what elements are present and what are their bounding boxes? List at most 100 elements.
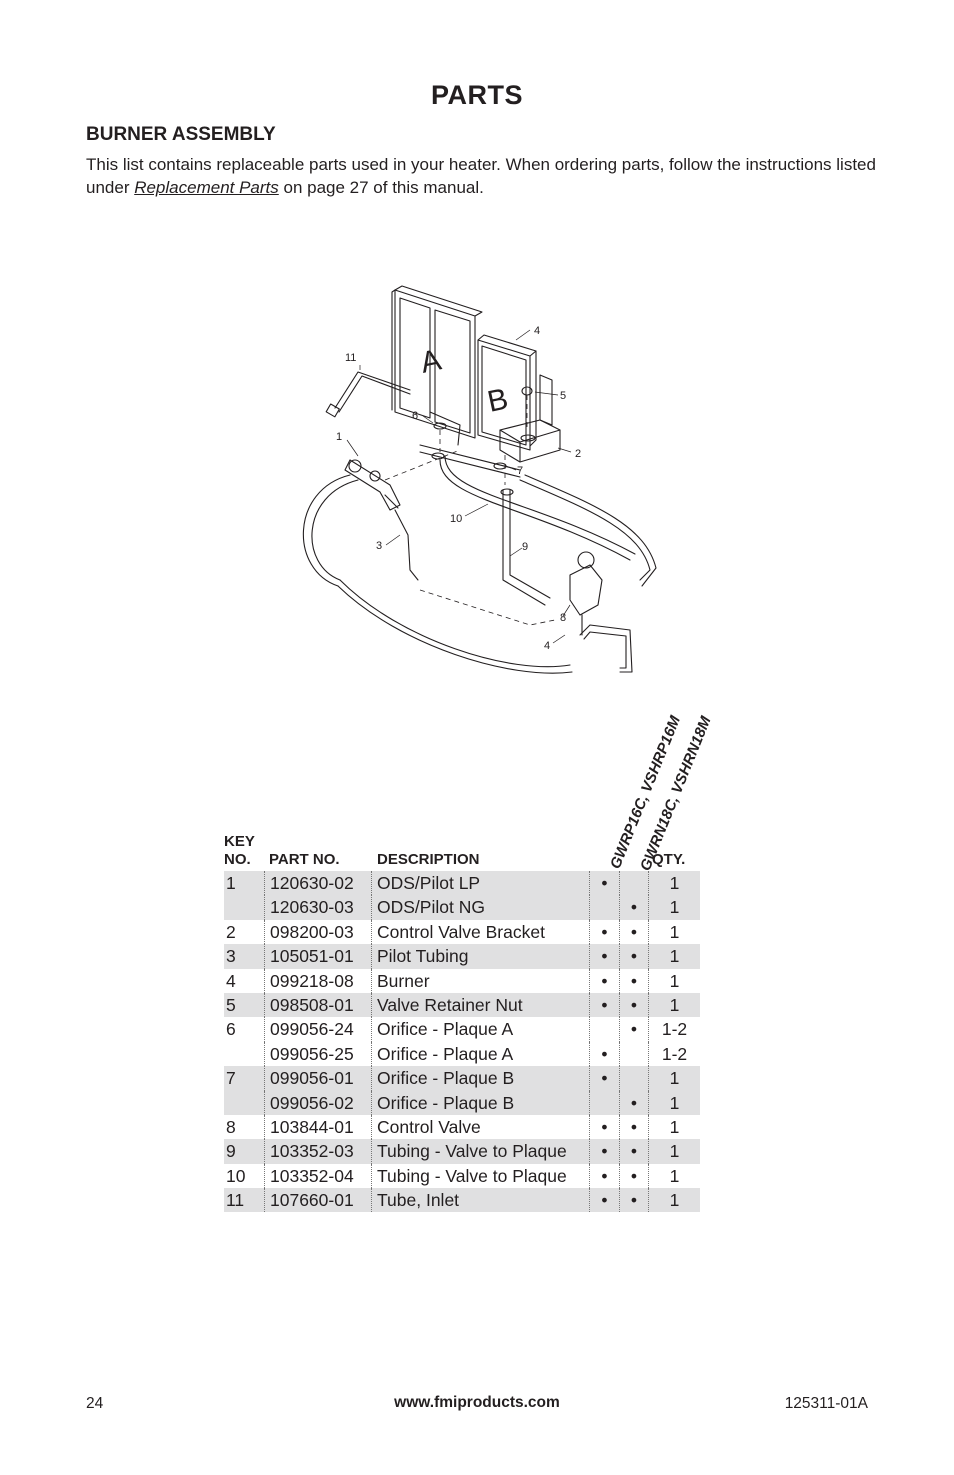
description-cell: Burner xyxy=(371,968,589,993)
callout-4-top: 4 xyxy=(534,325,540,337)
description-cell: ODS/Pilot LP xyxy=(371,871,589,896)
model-ng-cell: • xyxy=(619,919,648,945)
replacement-parts-link[interactable]: Replacement Parts xyxy=(134,178,279,197)
key-cell: 6 xyxy=(226,1019,236,1040)
key-cell xyxy=(224,1091,264,1115)
burner-plaque-b xyxy=(477,334,537,451)
key-cell: 1 xyxy=(226,873,236,893)
part-number-cell: 099056-24 xyxy=(264,1017,371,1042)
ods-pilot xyxy=(344,459,401,511)
qty-cell: 1 xyxy=(648,871,700,896)
control-valve xyxy=(569,551,633,673)
model-ng-cell: • xyxy=(619,1139,648,1164)
model-ng-cell xyxy=(619,1066,648,1091)
model-lp-cell xyxy=(589,895,619,920)
intro-paragraph: This list contains replaceable parts use… xyxy=(86,153,886,199)
part-number-cell: 098508-01 xyxy=(264,992,371,1018)
description-cell: Orifice - Plaque A xyxy=(371,1017,589,1042)
header-key-line1: KEY xyxy=(224,833,255,850)
model-lp-cell xyxy=(589,1090,619,1115)
page-title: PARTS xyxy=(430,80,523,110)
model-lp-cell: • xyxy=(589,1066,619,1091)
model-ng-cell xyxy=(619,871,648,896)
description-cell: Tubing - Valve to Plaque xyxy=(371,1139,589,1164)
burner-plaque-a xyxy=(391,285,483,439)
model-ng-cell xyxy=(619,1041,648,1067)
description-cell: Orifice - Plaque B xyxy=(371,1066,589,1091)
part-number-cell: 099056-01 xyxy=(264,1066,371,1091)
qty-cell: 1 xyxy=(648,1163,700,1189)
model-lp-cell: • xyxy=(589,1114,619,1140)
callout-11: 11 xyxy=(345,352,356,364)
callout-2: 2 xyxy=(575,448,581,460)
model-lp-cell: • xyxy=(589,1139,619,1164)
description-cell: ODS/Pilot NG xyxy=(371,895,589,920)
description-cell: Control Valve xyxy=(371,1114,589,1140)
model-lp-cell: • xyxy=(589,1163,619,1189)
key-cell xyxy=(224,1042,264,1066)
model-ng-cell: • xyxy=(619,1017,648,1042)
qty-cell: 1 xyxy=(648,919,700,945)
part-number-cell: 107660-01 xyxy=(264,1188,371,1213)
qty-cell: 1 xyxy=(648,1139,700,1164)
part-number-cell: 099056-25 xyxy=(264,1041,371,1067)
qty-cell: 1 xyxy=(648,1066,700,1091)
key-cell: 9 xyxy=(226,1141,236,1162)
key-cell: 10 xyxy=(226,1165,246,1186)
part-number-cell: 099056-02 xyxy=(264,1090,371,1115)
part-number-cell: 105051-01 xyxy=(264,944,371,969)
qty-cell: 1 xyxy=(648,968,700,993)
part-number-cell: 120630-02 xyxy=(264,871,371,896)
intro-text: This list contains replaceable parts use… xyxy=(86,155,876,197)
document-number: 125311-01A xyxy=(784,1395,868,1412)
key-cell: 8 xyxy=(226,1116,236,1137)
qty-cell: 1-2 xyxy=(648,1041,700,1067)
callout-7: 7 xyxy=(517,465,523,477)
part-number-cell: 103352-04 xyxy=(264,1163,371,1189)
key-cell xyxy=(224,895,264,919)
header-qty: QTY. xyxy=(652,851,686,868)
callout-9: 9 xyxy=(522,541,528,553)
callout-10: 10 xyxy=(450,513,462,525)
parts-table: KEY NO. PART NO. DESCRIPTION QTY. GWRP16… xyxy=(224,714,715,1213)
part-number-cell: 103352-03 xyxy=(264,1139,371,1164)
model-lp-cell: • xyxy=(589,1041,619,1067)
model-lp-cell xyxy=(589,1017,619,1042)
qty-cell: 1 xyxy=(648,1188,700,1213)
model-ng-cell: • xyxy=(619,944,648,969)
qty-cell: 1 xyxy=(648,895,700,920)
table-header: KEY NO. PART NO. DESCRIPTION QTY. GWRP16… xyxy=(224,714,715,874)
part-number-cell: 099218-08 xyxy=(264,968,371,993)
model-lp-cell: • xyxy=(589,919,619,945)
description-cell: Orifice - Plaque A xyxy=(371,1041,589,1067)
burner-assembly-diagram: A B 1 2 3 4 4 5 6 7 8 9 10 11 xyxy=(302,285,657,674)
model-ng-cell: • xyxy=(619,992,648,1018)
key-cell: 7 xyxy=(226,1068,236,1089)
key-cell: 2 xyxy=(226,921,236,942)
part-number-cell: 098200-03 xyxy=(264,919,371,945)
model-ng-cell: • xyxy=(619,1188,648,1213)
model-lp-cell: • xyxy=(589,871,619,896)
section-title: BURNER ASSEMBLY xyxy=(86,124,276,145)
qty-cell: 1 xyxy=(648,1090,700,1115)
qty-cell: 1 xyxy=(648,992,700,1018)
inlet-tube xyxy=(325,371,411,418)
model-lp-cell: • xyxy=(589,1188,619,1213)
website-link[interactable]: www.fmiproducts.com xyxy=(394,1394,560,1411)
key-cell: 11 xyxy=(226,1190,245,1211)
